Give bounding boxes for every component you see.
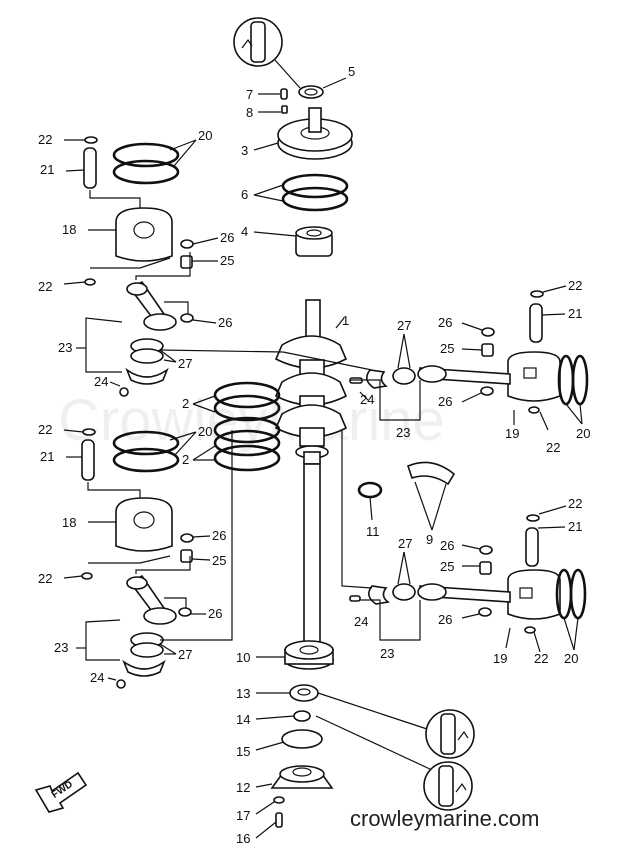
callout-6: 6 [241,187,248,202]
callout-22-h: 22 [534,651,548,666]
callout-26-c: 26 [212,528,226,543]
callout-21-c: 21 [568,306,582,321]
callout-14: 14 [236,712,250,727]
callout-4: 4 [241,224,248,239]
callout-22-f: 22 [546,440,560,455]
small-bearing-13 [256,684,431,731]
callout-25-b: 25 [212,553,226,568]
callout-26-g: 26 [440,538,454,553]
callout-22-d: 22 [38,571,52,586]
callout-22-c: 22 [38,422,52,437]
callout-21-b: 21 [40,449,54,464]
upper-bearing [253,226,333,257]
callout-24-a: 24 [94,374,108,389]
callout-10: 10 [236,650,250,665]
callout-26-d: 26 [208,606,222,621]
small-ring-part [357,481,383,521]
callout-7: 7 [246,87,253,102]
callout-27-b: 27 [178,647,192,662]
right-lower-piston-group [341,430,587,653]
lower-bearing [256,640,334,670]
callout-5: 5 [348,64,355,79]
callout-25-c: 25 [440,341,454,356]
callout-labels: 5 7 8 3 6 4 1 22 20 21 18 26 25 22 26 23… [38,64,590,846]
piston-rings-stack [192,381,281,472]
callout-22-b: 22 [38,279,52,294]
callout-21-a: 21 [40,162,54,177]
callout-25-d: 25 [440,559,454,574]
callout-19-a: 19 [505,426,519,441]
callout-20-a: 20 [198,128,212,143]
crankshaft-lower-shaft [303,463,321,645]
callout-27-c: 27 [397,318,411,333]
callout-22-g: 22 [568,496,582,511]
callout-17: 17 [236,808,250,823]
left-lower-piston-group [63,428,233,689]
lower-housing [255,765,334,789]
sealant-tube-inset-mid [425,709,475,759]
callout-16: 16 [236,831,250,846]
callout-23-a: 23 [58,340,72,355]
callout-9: 9 [426,532,433,547]
callout-25-a: 25 [220,253,234,268]
callout-13: 13 [236,686,250,701]
callout-8: 8 [246,105,253,120]
callout-18-b: 18 [62,515,76,530]
forward-arrow-icon: FWD [34,771,88,813]
callout-22-a: 22 [38,132,52,147]
callout-22-e: 22 [568,278,582,293]
callout-26-f: 26 [438,394,452,409]
crankshaft [274,299,348,465]
sealant-tube-inset-bottom [423,761,473,811]
callout-1: 1 [342,313,349,328]
seal-14 [255,710,433,771]
o-ring-15 [255,729,323,751]
callout-27-a: 27 [178,356,192,371]
website-text: crowleymarine.com [350,806,540,831]
bolt-and-washer [255,796,285,839]
callout-26-a: 26 [220,230,234,245]
callout-23-c: 23 [396,425,410,440]
callout-11: 11 [366,524,380,539]
fitting-parts [258,88,288,114]
callout-27-d: 27 [398,536,412,551]
oil-seal-part [298,77,347,99]
callout-2-a: 2 [182,396,189,411]
callout-20-d: 20 [564,651,578,666]
upper-bearing-housing [253,107,353,160]
sealant-tube-inset-top [233,17,301,89]
callout-20-b: 20 [198,424,212,439]
left-upper-piston-group [63,136,284,397]
callout-26-h: 26 [438,612,452,627]
right-upper-piston-group [282,285,589,431]
callout-23-d: 23 [380,646,394,661]
callout-15: 15 [236,744,250,759]
callout-24-b: 24 [90,670,104,685]
callout-2-b: 2 [182,452,189,467]
callout-26-b: 26 [218,315,232,330]
callout-20-c: 20 [576,426,590,441]
callout-19-b: 19 [493,651,507,666]
seal-rings-part [253,173,349,212]
callout-18-a: 18 [62,222,76,237]
callout-21-d: 21 [568,519,582,534]
callout-12: 12 [236,780,250,795]
callout-24-d: 24 [354,614,368,629]
callout-23-b: 23 [54,640,68,655]
callout-26-e: 26 [438,315,452,330]
callout-3: 3 [241,143,248,158]
bearing-half-part [407,461,456,531]
callout-24-c: 24 [360,392,374,407]
